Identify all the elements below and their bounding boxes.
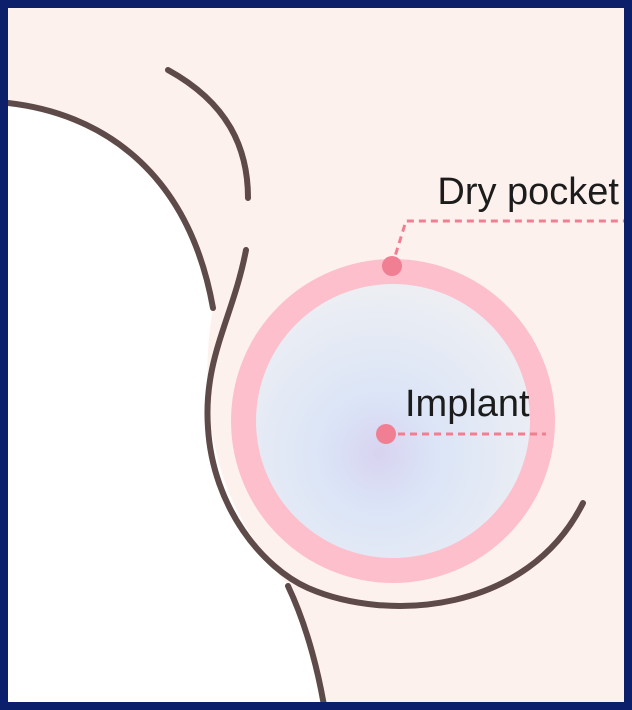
- chest-outline-curve: [8, 100, 216, 311]
- implant-shape: [256, 284, 530, 558]
- breast-implant-diagram: Dry pocket Implant: [8, 67, 624, 702]
- anatomy-outline: [8, 67, 586, 702]
- dry-pocket-leader-line: [390, 219, 624, 267]
- upper-fold-curve: [165, 67, 251, 201]
- dry-pocket-label: Dry pocket: [437, 171, 619, 213]
- lower-body-curve: [285, 583, 327, 702]
- implant-marker: [376, 424, 396, 444]
- dry-pocket-marker: [382, 256, 402, 276]
- body-region: [8, 103, 324, 702]
- breast-outline-curve: [204, 247, 586, 609]
- implant-label: Implant: [405, 383, 530, 425]
